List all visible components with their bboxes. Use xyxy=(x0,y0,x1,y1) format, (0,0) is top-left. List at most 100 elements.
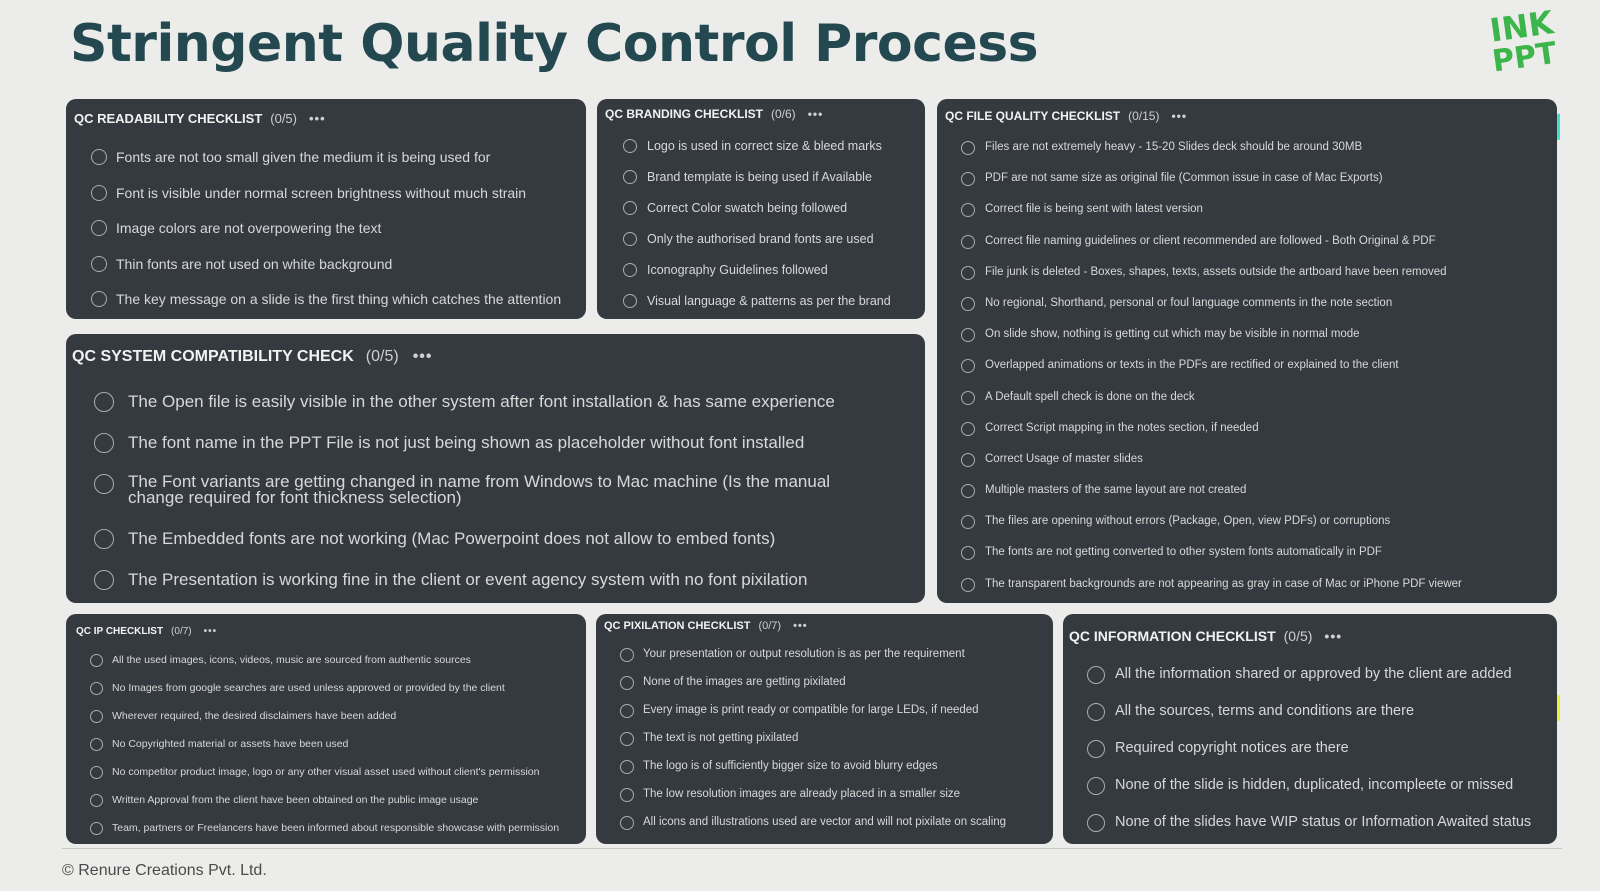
list-item[interactable]: The logo is of sufficiently bigger size … xyxy=(620,760,1006,788)
list-item[interactable]: Files are not extremely heavy - 15-20 Sl… xyxy=(961,141,1462,172)
radio-circle-icon[interactable] xyxy=(620,732,634,746)
list-item[interactable]: No regional, Shorthand, personal or foul… xyxy=(961,296,1462,328)
list-item[interactable]: All icons and illustrations used are vec… xyxy=(620,816,1006,844)
radio-circle-icon[interactable] xyxy=(961,172,975,187)
radio-circle-icon[interactable] xyxy=(1087,777,1105,795)
branding-more-icon[interactable]: ••• xyxy=(807,107,824,121)
radio-circle-icon[interactable] xyxy=(961,484,975,499)
radio-circle-icon[interactable] xyxy=(91,184,107,201)
radio-circle-icon[interactable] xyxy=(1087,814,1105,832)
list-item[interactable]: Correct file naming guidelines or client… xyxy=(961,234,1462,266)
radio-circle-icon[interactable] xyxy=(90,738,103,751)
radio-circle-icon[interactable] xyxy=(1087,703,1105,721)
list-item[interactable]: Your presentation or output resolution i… xyxy=(620,648,1006,676)
radio-circle-icon[interactable] xyxy=(620,816,634,830)
radio-circle-icon[interactable] xyxy=(623,294,637,308)
radio-circle-icon[interactable] xyxy=(90,682,103,695)
list-item[interactable]: On slide show, nothing is getting cut wh… xyxy=(961,328,1462,359)
radio-circle-icon[interactable] xyxy=(94,529,114,549)
list-item[interactable]: None of the images are getting pixilated xyxy=(620,676,1006,704)
radio-circle-icon[interactable] xyxy=(961,452,975,467)
radio-circle-icon[interactable] xyxy=(90,794,103,807)
radio-circle-icon[interactable] xyxy=(961,359,975,374)
radio-circle-icon[interactable] xyxy=(961,296,975,311)
list-item[interactable]: The transparent backgrounds are not appe… xyxy=(961,577,1462,603)
list-item[interactable]: Multiple masters of the same layout are … xyxy=(961,484,1462,515)
list-item[interactable]: Correct Usage of master slides xyxy=(961,452,1462,484)
radio-circle-icon[interactable] xyxy=(620,760,634,774)
radio-circle-icon[interactable] xyxy=(91,149,107,165)
list-item[interactable]: Font is visible under normal screen brig… xyxy=(91,184,561,221)
list-item[interactable]: File junk is deleted - Boxes, shapes, te… xyxy=(961,265,1462,297)
list-item[interactable]: The Presentation is working fine in the … xyxy=(94,570,894,603)
list-item[interactable]: Correct Script mapping in the notes sect… xyxy=(961,421,1462,453)
list-item[interactable]: The files are opening without errors (Pa… xyxy=(961,515,1462,546)
list-item[interactable]: The Font variants are getting changed in… xyxy=(94,473,894,529)
radio-circle-icon[interactable] xyxy=(623,263,637,277)
ip-more-icon[interactable]: ••• xyxy=(203,626,218,637)
radio-circle-icon[interactable] xyxy=(90,654,103,667)
radio-circle-icon[interactable] xyxy=(620,676,634,690)
list-item[interactable]: Fonts are not too small given the medium… xyxy=(91,149,561,185)
list-item[interactable]: Overlapped animations or texts in the PD… xyxy=(961,359,1462,390)
list-item[interactable]: The font name in the PPT File is not jus… xyxy=(94,433,894,474)
list-item[interactable]: Every image is print ready or compatible… xyxy=(620,704,1006,732)
radio-circle-icon[interactable] xyxy=(90,710,103,723)
radio-circle-icon[interactable] xyxy=(91,255,107,272)
radio-circle-icon[interactable] xyxy=(620,788,634,802)
list-item[interactable]: Correct file is being sent with latest v… xyxy=(961,203,1462,234)
list-item[interactable]: Team, partners or Freelancers have been … xyxy=(90,822,559,844)
radio-circle-icon[interactable] xyxy=(961,203,975,218)
list-item[interactable]: Iconography Guidelines followed xyxy=(623,263,891,294)
file-quality-more-icon[interactable]: ••• xyxy=(1171,109,1188,123)
radio-circle-icon[interactable] xyxy=(94,570,114,590)
list-item[interactable]: None of the slide is hidden, duplicated,… xyxy=(1087,777,1531,814)
radio-circle-icon[interactable] xyxy=(94,392,114,412)
radio-circle-icon[interactable] xyxy=(91,220,107,236)
radio-circle-icon[interactable] xyxy=(1087,666,1105,684)
radio-circle-icon[interactable] xyxy=(90,766,103,779)
radio-circle-icon[interactable] xyxy=(620,648,634,662)
list-item[interactable]: Correct Color swatch being followed xyxy=(623,201,891,232)
radio-circle-icon[interactable] xyxy=(94,474,114,494)
list-item[interactable]: The key message on a slide is the first … xyxy=(91,291,561,319)
list-item[interactable]: Written Approval from the client have be… xyxy=(90,794,559,822)
list-item[interactable]: The low resolution images are already pl… xyxy=(620,788,1006,816)
list-item[interactable]: Image colors are not overpowering the te… xyxy=(91,220,561,256)
radio-circle-icon[interactable] xyxy=(961,234,975,249)
radio-circle-icon[interactable] xyxy=(623,139,637,153)
radio-circle-icon[interactable] xyxy=(961,141,975,155)
radio-circle-icon[interactable] xyxy=(961,577,975,592)
list-item[interactable]: A Default spell check is done on the dec… xyxy=(961,390,1462,422)
list-item[interactable]: The fonts are not getting converted to o… xyxy=(961,546,1462,577)
list-item[interactable]: Required copyright notices are there xyxy=(1087,740,1531,777)
radio-circle-icon[interactable] xyxy=(91,291,107,307)
list-item[interactable]: The Embedded fonts are not working (Mac … xyxy=(94,529,894,570)
list-item[interactable]: Logo is used in correct size & bleed mar… xyxy=(623,139,891,170)
list-item[interactable]: Only the authorised brand fonts are used xyxy=(623,232,891,263)
list-item[interactable]: Wherever required, the desired disclaime… xyxy=(90,710,559,738)
list-item[interactable]: No Copyrighted material or assets have b… xyxy=(90,738,559,766)
system-more-icon[interactable]: ••• xyxy=(412,348,433,365)
pixilation-more-icon[interactable]: ••• xyxy=(793,620,808,632)
list-item[interactable]: No Images from google searches are used … xyxy=(90,682,559,710)
list-item[interactable]: Brand template is being used if Availabl… xyxy=(623,170,891,201)
radio-circle-icon[interactable] xyxy=(961,515,975,530)
list-item[interactable]: All the used images, icons, videos, musi… xyxy=(90,654,559,682)
radio-circle-icon[interactable] xyxy=(623,170,637,184)
list-item[interactable]: Visual language & patterns as per the br… xyxy=(623,294,891,319)
list-item[interactable]: PDF are not same size as original file (… xyxy=(961,172,1462,203)
radio-circle-icon[interactable] xyxy=(620,704,634,718)
radio-circle-icon[interactable] xyxy=(961,265,975,280)
radio-circle-icon[interactable] xyxy=(623,201,637,215)
readability-more-icon[interactable]: ••• xyxy=(309,111,326,126)
list-item[interactable]: No competitor product image, logo or any… xyxy=(90,766,559,794)
radio-circle-icon[interactable] xyxy=(961,546,975,561)
radio-circle-icon[interactable] xyxy=(90,822,103,835)
list-item[interactable]: None of the slides have WIP status or In… xyxy=(1087,814,1531,844)
list-item[interactable]: The text is not getting pixilated xyxy=(620,732,1006,760)
radio-circle-icon[interactable] xyxy=(961,421,975,436)
list-item[interactable]: All the sources, terms and conditions ar… xyxy=(1087,703,1531,740)
radio-circle-icon[interactable] xyxy=(1087,740,1105,758)
list-item[interactable]: The Open file is easily visible in the o… xyxy=(94,392,894,433)
